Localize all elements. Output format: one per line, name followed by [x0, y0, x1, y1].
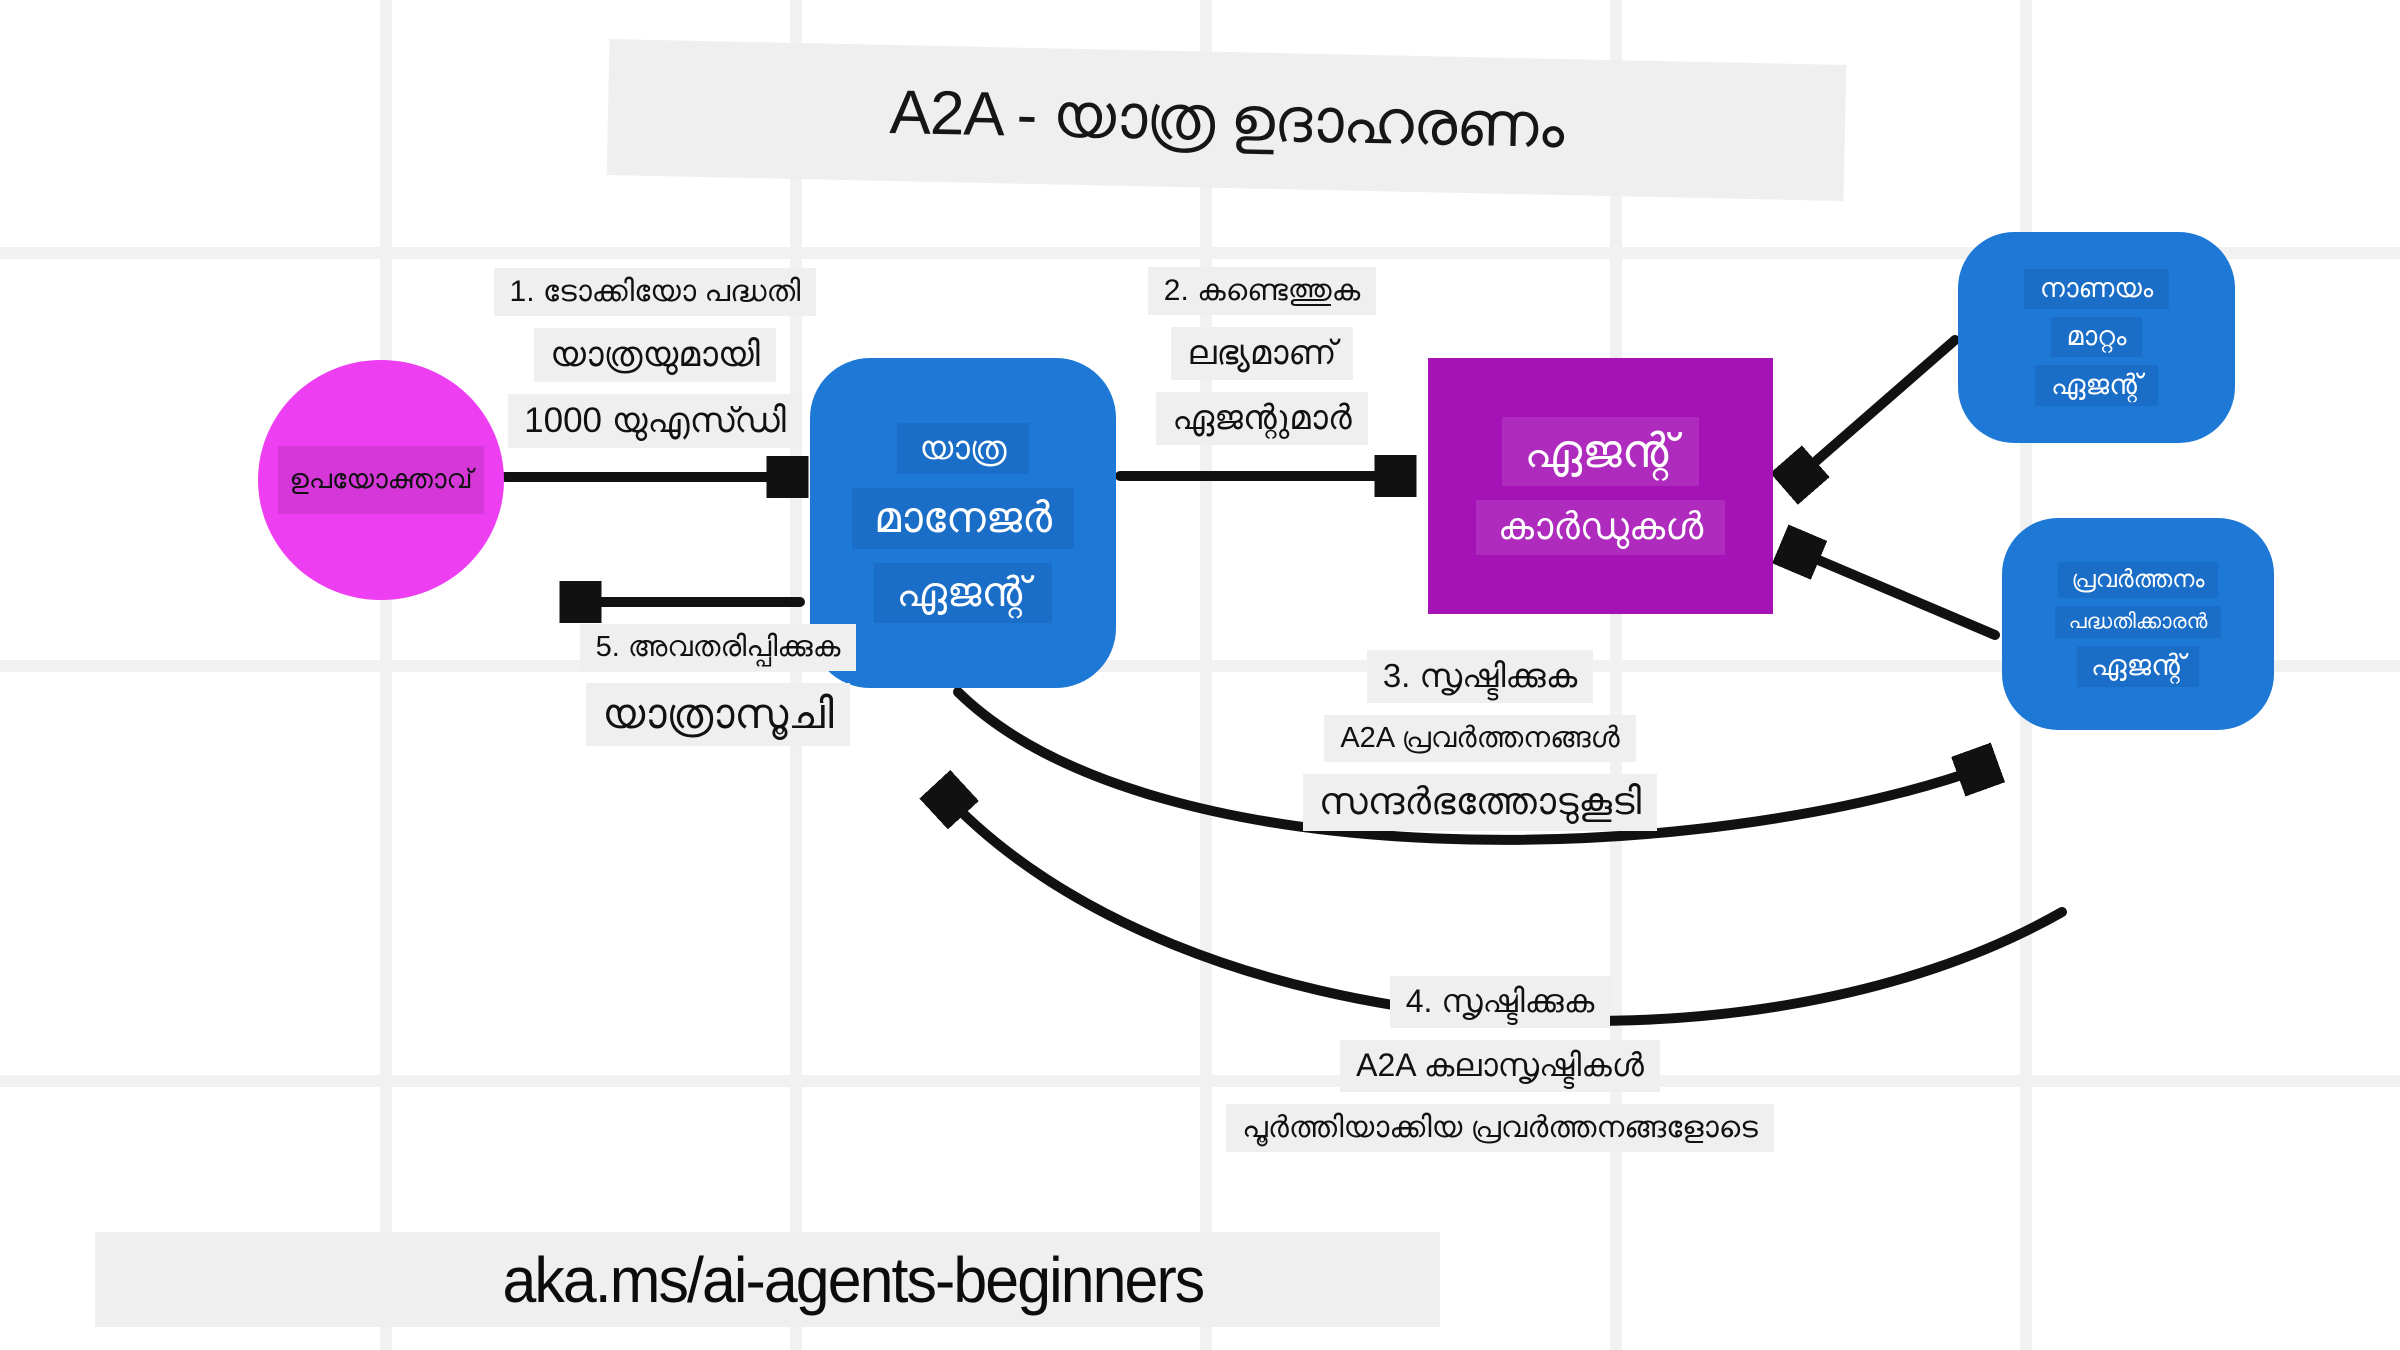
activity-agent-line-2: പദ്ധതിക്കാരൻ	[2054, 605, 2222, 638]
title-band: A2A - യാത്ര ഉദാഹരണം	[606, 39, 1847, 201]
grid-line-horizontal	[0, 247, 2400, 259]
travel-manager-agent-node: യാത്ര മാനേജർ ഏജന്റ്	[810, 358, 1116, 688]
grid-line-horizontal	[0, 1075, 2400, 1087]
footer-band: aka.ms/ai-agents-beginners	[95, 1232, 1440, 1327]
step3-line-1: 3. സൃഷ്ടിക്കുക	[1366, 650, 1594, 703]
page-title: A2A - യാത്ര ഉദാഹരണം	[888, 77, 1565, 162]
agent-cards-node: ഏജന്റ് കാർഡുകൾ	[1428, 358, 1773, 614]
step3-line-2: A2A പ്രവർത്തനങ്ങൾ	[1324, 715, 1636, 762]
activity-planner-agent-node: പ്രവർത്തനം പദ്ധതിക്കാരൻ ഏജന്റ്	[2002, 518, 2274, 730]
arrow-currency-agent-to-agent-cards	[1792, 335, 1960, 482]
step1-line-3: 1000 യുഎസ്ഡി	[508, 394, 802, 448]
currency-agent-line-1: നാണയം	[2023, 269, 2170, 309]
step1-line-1: 1. ടോക്കിയോ പദ്ധതി	[493, 268, 817, 316]
currency-agent-line-2: മാറ്റം	[2050, 317, 2143, 357]
step4-line-1: 4. സൃഷ്ടിക്കുക	[1389, 976, 1611, 1028]
step1-labels: 1. ടോക്കിയോ പദ്ധതി യാത്രയുമായി 1000 യുഎസ…	[480, 262, 830, 454]
travel-manager-line-1: യാത്ര	[897, 423, 1029, 474]
arrow-activity-agent-to-agent-cards	[1790, 548, 2000, 640]
grid-line-vertical	[380, 0, 392, 1350]
step4-line-2: A2A കലാസൃഷ്ടികൾ	[1340, 1040, 1660, 1092]
step3-labels: 3. സൃഷ്ടിക്കുക A2A പ്രവർത്തനങ്ങൾ സന്ദർഭത…	[1302, 644, 1658, 837]
activity-agent-line-1: പ്രവർത്തനം	[2057, 561, 2219, 598]
activity-agent-line-3: ഏജന്റ്	[2076, 645, 2200, 687]
currency-agent-line-3: ഏജന്റ്	[2035, 365, 2158, 406]
step2-line-3: ഏജന്റുമാർ	[1156, 392, 1368, 445]
grid-line-vertical	[790, 0, 802, 1350]
step2-line-2: ലഭ്യമാണ്	[1171, 327, 1353, 380]
step5-labels: 5. അവതരിപ്പിക്കുക യാത്രാസൂചി	[543, 618, 893, 752]
agent-cards-line-2: കാർഡുകൾ	[1475, 500, 1726, 555]
footer-link-text: aka.ms/ai-agents-beginners	[502, 1243, 1205, 1316]
currency-exchange-agent-node: നാണയം മാറ്റം ഏജന്റ്	[1958, 232, 2235, 443]
step4-labels: 4. സൃഷ്ടിക്കുക A2A കലാസൃഷ്ടികൾ പൂർത്തിയാ…	[1220, 970, 1780, 1158]
user-label: ഉപയോക്താവ്	[278, 446, 484, 514]
travel-manager-line-3: ഏജന്റ്	[874, 563, 1052, 623]
step5-line-1: 5. അവതരിപ്പിക്കുക	[579, 624, 857, 671]
grid-line-vertical	[1610, 0, 1622, 1350]
travel-manager-line-2: മാനേജർ	[852, 488, 1074, 549]
step2-labels: 2. കണ്ടെത്തുക ലഭ്യമാണ് ഏജന്റുമാർ	[1087, 261, 1437, 451]
agent-cards-line-1: ഏജന്റ്	[1502, 417, 1699, 486]
step5-line-2: യാത്രാസൂചി	[586, 683, 850, 746]
arrow-curve-travel-manager-to-activity-agent	[953, 687, 1988, 845]
step4-line-3: പൂർത്തിയാക്കിയ പ്രവർത്തനങ്ങളോടെ	[1226, 1104, 1774, 1152]
step1-line-2: യാത്രയുമായി	[534, 328, 776, 382]
user-node: ഉപയോക്താവ്	[258, 360, 504, 600]
step2-line-1: 2. കണ്ടെത്തുക	[1147, 267, 1377, 315]
step3-line-3: സന്ദർഭത്തോടുകൂടി	[1302, 774, 1658, 831]
